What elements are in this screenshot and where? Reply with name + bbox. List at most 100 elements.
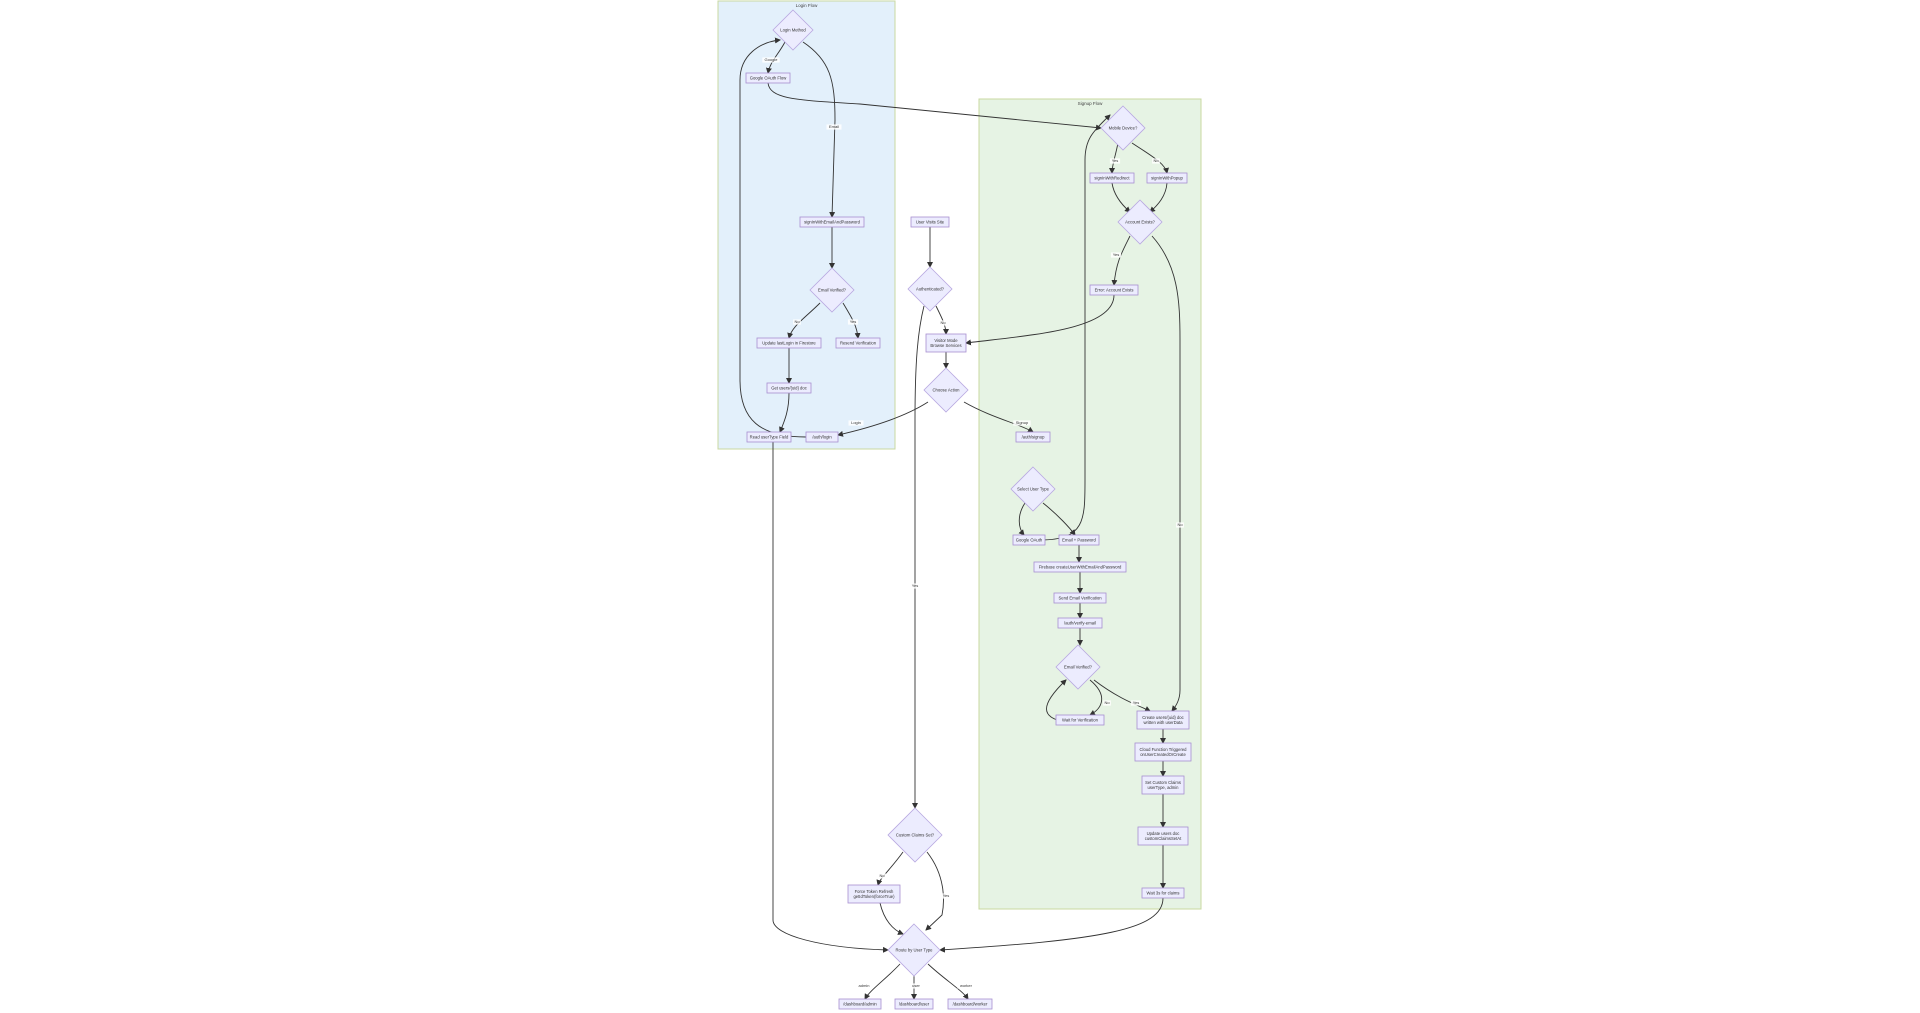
node-label: Force Token Refresh: [855, 889, 894, 894]
node-box: [766, 382, 812, 394]
node-label: Cloud Function Triggered: [1139, 747, 1187, 752]
edge-label-bg: [847, 319, 859, 325]
edge-account_exists-create_users_doc: [1151, 235, 1181, 712]
edge-route_user_type-dash_worker: [927, 963, 969, 1000]
node-box: [1141, 775, 1185, 795]
edge-label-bg: [939, 320, 947, 326]
node-label: /dashboard/user: [899, 1001, 930, 1006]
node-dash-worker: /dashboard/worker: [947, 998, 993, 1010]
edge-read_user_type-route_user_type: [772, 442, 889, 953]
node-label: Browse Services: [930, 343, 961, 348]
node-auth-signup: /auth/signup: [1015, 431, 1051, 443]
node-box: [1057, 617, 1103, 629]
node-label: Authenticated?: [916, 286, 945, 291]
edge-label-bg: [1176, 522, 1184, 528]
node-wait-verification: Wait for Verification: [1055, 714, 1105, 726]
node-box: [1012, 534, 1046, 546]
node-label: Error: Account Exists: [1095, 287, 1134, 292]
edge-label-bg: [940, 893, 952, 899]
node-label: Update lastLogin in Firestore: [762, 340, 816, 345]
edge-label-exists_no: No: [1177, 522, 1183, 527]
node-email-password: Email + Password: [1058, 534, 1100, 546]
node-diamond: [887, 923, 941, 977]
node-label: onUserCreatedOrCreate: [1140, 752, 1186, 757]
edge-authenticated-custom_claims_set: [912, 305, 925, 809]
node-diamond: [809, 267, 855, 313]
node-route-user-type: Route by User Type: [887, 923, 941, 977]
edge-label-claims_yes: Yes: [943, 893, 950, 898]
node-select-user-type: Select User Type: [1010, 466, 1056, 512]
edge-label-login: Login: [851, 420, 861, 425]
node-diamond: [1100, 105, 1146, 151]
node-label: Route by User Type: [896, 947, 934, 952]
edge-label-email: Email: [829, 124, 839, 129]
node-label: Firebase createUserWithEmailAndPassword: [1039, 564, 1122, 569]
node-label: getIdToken(forceTrue): [853, 894, 895, 899]
edge-label-bg: [856, 983, 872, 989]
edge-select_user_type-google_oauth: [1018, 502, 1026, 536]
node-resend-verification: Resend Verification: [835, 337, 881, 349]
edge-label-bg: [826, 124, 842, 130]
node-box: [835, 337, 881, 349]
edge-label-bg: [762, 57, 780, 63]
node-box: [1089, 284, 1139, 296]
node-box: [1141, 887, 1185, 899]
edge-label-bg: [793, 319, 801, 325]
cluster-title-login: Login Flow: [796, 3, 819, 8]
edge-label-bg: [909, 583, 921, 589]
edge-choose_action-auth_signup: [963, 401, 1034, 433]
node-box: [894, 998, 934, 1010]
node-auth-verify-email: /auth/verify-email: [1057, 617, 1103, 629]
node-box: [1134, 742, 1192, 762]
node-label: Select User Type: [1017, 486, 1049, 491]
node-auth-login: /auth/login: [805, 431, 839, 443]
node-label: Email Verified?: [818, 287, 847, 292]
cluster-title-signup: Signup Flow: [1078, 101, 1104, 106]
edge-force_token_refresh-route_user_type: [879, 902, 904, 935]
edge-error_account_exists-visitor_mode: [965, 294, 1115, 346]
node-account-exists: Account Exists?: [1117, 199, 1163, 245]
node-dash-admin: /dashboard/admin: [838, 998, 882, 1010]
node-box: [1058, 534, 1100, 546]
edge-label-bg: [909, 983, 923, 989]
edge-label-no_resend: No: [794, 319, 800, 324]
edge-label-bg: [1110, 252, 1122, 258]
node-label: signInWithRedirect: [1094, 175, 1130, 180]
node-cloud-function: Cloud Function TriggeredonUserCreatedOrC…: [1134, 742, 1192, 762]
edge-google_oauth_flow-mobile_device: [767, 82, 1102, 131]
node-box: [1146, 172, 1188, 184]
node-box: [910, 216, 950, 228]
node-login-email-pw: signInWithEmailAndPassword: [799, 216, 865, 228]
edge-wait_claims-route_user_type: [939, 897, 1164, 953]
edge-label-bg: [1130, 700, 1142, 706]
node-label: signInWithEmailAndPassword: [804, 219, 861, 224]
node-dash-user: /dashboard/user: [894, 998, 934, 1010]
edge-account_exists-error_account_exists: [1111, 235, 1131, 286]
node-label: /dashboard/admin: [843, 1001, 877, 1006]
node-login-method: Login Method: [772, 9, 814, 51]
edge-label-verified_yes: Yes: [1133, 700, 1140, 705]
edge-choose_action-auth_login: [837, 401, 929, 437]
node-box: [756, 337, 822, 349]
node-diamond: [772, 9, 814, 51]
node-label: Resend Verification: [840, 340, 877, 345]
edge-label-mobile_no: No: [1153, 158, 1159, 163]
node-box: [838, 998, 882, 1010]
node-box: [1136, 710, 1190, 730]
node-box: [925, 333, 967, 353]
node-label: Wait 3s for claims: [1147, 890, 1180, 895]
node-choose-action: Choose Action: [923, 367, 969, 413]
node-user-visits: User Visits Site: [910, 216, 950, 228]
edge-login_method-login_email_pw: [802, 41, 836, 218]
node-label: Visitor Mode: [934, 338, 958, 343]
edge-label-claims_no: No: [879, 873, 885, 878]
node-get-users-doc: Get users/{uid} doc: [766, 382, 812, 394]
node-box: [1053, 592, 1107, 604]
edge-label-no_visitor: No: [940, 320, 946, 325]
edge-email_verified_signup-create_users_doc: [1093, 679, 1151, 712]
edge-label-google: Google: [765, 57, 779, 62]
edge-custom_claims_set-route_user_type: [925, 851, 944, 931]
